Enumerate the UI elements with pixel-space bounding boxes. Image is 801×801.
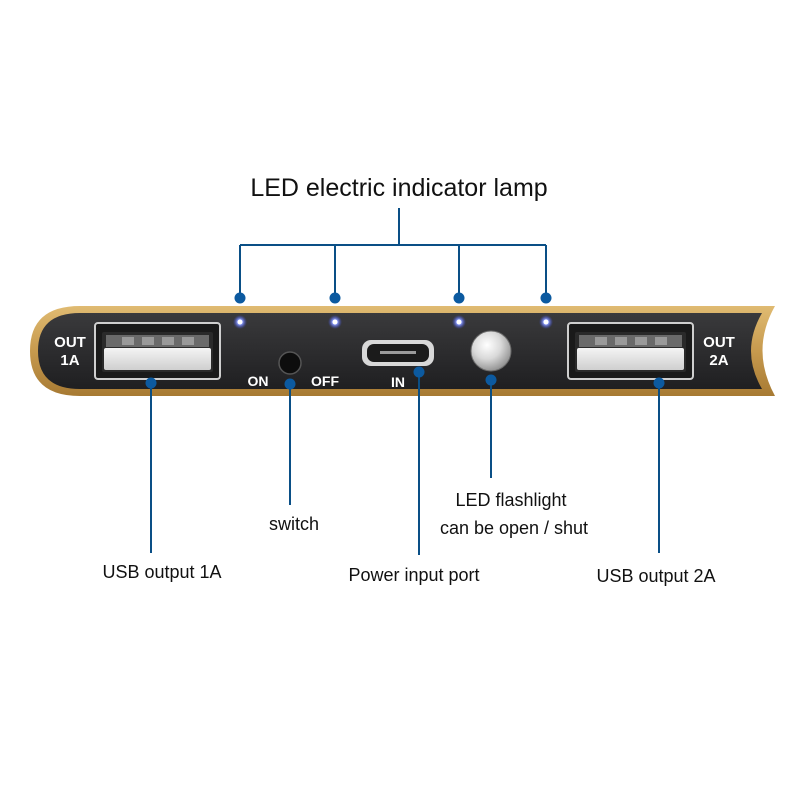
usb-port-2a[interactable] bbox=[567, 322, 694, 380]
indicator-dot-1 bbox=[234, 292, 246, 304]
usb1-callout-label: USB output 1A bbox=[102, 562, 221, 582]
indicator-dot-2 bbox=[329, 292, 341, 304]
usb2-callout-label: USB output 2A bbox=[596, 566, 715, 586]
input-callout-dot bbox=[413, 366, 425, 378]
indicator-dot-3 bbox=[453, 292, 465, 304]
switch-off-label: OFF bbox=[311, 373, 339, 389]
micro-usb-input-port[interactable] bbox=[362, 340, 434, 366]
input-label: IN bbox=[391, 374, 405, 390]
out-right-label-line2: 2A bbox=[709, 352, 728, 369]
flashlight-callout-line2: can be open / shut bbox=[440, 518, 588, 538]
indicator-title: LED electric indicator lamp bbox=[250, 174, 547, 202]
indicator-bracket bbox=[239, 208, 547, 298]
flashlight-callout-dot bbox=[485, 374, 497, 386]
led-indicator-1 bbox=[233, 315, 247, 329]
out-right-label-line1: OUT bbox=[703, 334, 735, 351]
led-flashlight[interactable] bbox=[470, 330, 512, 372]
usb-port-1a[interactable] bbox=[94, 322, 221, 380]
led-indicator-2 bbox=[328, 315, 342, 329]
led-indicator-4 bbox=[539, 315, 553, 329]
switch-callout-label: switch bbox=[269, 514, 319, 534]
power-switch[interactable] bbox=[278, 351, 302, 375]
out-left-label-line1: OUT bbox=[54, 334, 86, 351]
usb2-callout-dot bbox=[653, 377, 665, 389]
switch-on-label: ON bbox=[248, 373, 269, 389]
led-indicator-3 bbox=[452, 315, 466, 329]
indicator-dot-4 bbox=[540, 292, 552, 304]
power-input-callout-label: Power input port bbox=[348, 565, 479, 585]
usb1-callout-dot bbox=[145, 377, 157, 389]
flashlight-callout-line1: LED flashlight bbox=[455, 490, 566, 510]
switch-callout-dot bbox=[284, 378, 296, 390]
leader-lines bbox=[150, 372, 660, 555]
out-left-label-line2: 1A bbox=[60, 352, 79, 369]
